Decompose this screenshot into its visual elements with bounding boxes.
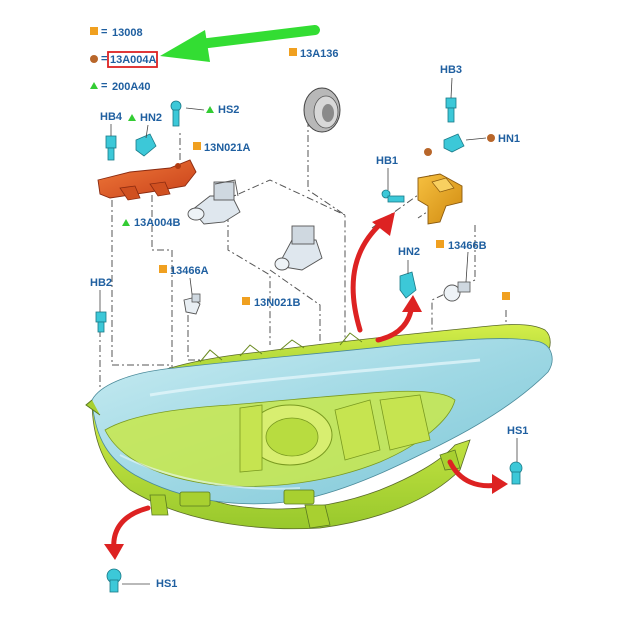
circle-marker: [487, 134, 495, 142]
legend-equals: =: [101, 53, 107, 65]
legend: = 13008 = 13A004A = 200A40: [90, 26, 158, 93]
label-hb2: HB2: [90, 277, 112, 289]
green-pointer-arrow: [160, 25, 320, 62]
legend-equals: =: [101, 80, 107, 92]
legend-square-code: 13008: [112, 27, 143, 39]
leader-lines: [99, 77, 518, 585]
fastener-hn2-top: [135, 133, 157, 157]
label-hs2: HS2: [218, 104, 239, 116]
fastener-hs2: [170, 100, 182, 127]
label-13a004b: 13A004B: [134, 217, 181, 229]
highlight-box: [107, 51, 158, 68]
square-marker: [502, 292, 510, 300]
label-hs1-right: HS1: [507, 425, 528, 437]
fastener-hs1-bottom: [106, 568, 122, 593]
bulb-13466b: [443, 281, 471, 302]
bulb-13466a: [183, 293, 201, 315]
legend-equals: =: [101, 26, 107, 38]
label-13466b: 13466B: [448, 240, 487, 252]
legend-circle-icon: [90, 55, 98, 63]
fastener-hb1: [381, 189, 405, 203]
cap-13a136: [303, 87, 341, 133]
fastener-hs1-right: [509, 461, 523, 485]
fastener-hn1: [443, 133, 465, 153]
label-hb4: HB4: [100, 111, 123, 123]
label-13n021a: 13N021A: [204, 142, 251, 154]
bracket-amber: [417, 173, 463, 225]
label-hn1: HN1: [498, 133, 520, 145]
fastener-hn2-mid: [399, 271, 417, 299]
label-hn2-mid: HN2: [398, 246, 420, 258]
label-hb3: HB3: [440, 64, 462, 76]
red-arrows: [104, 212, 508, 560]
legend-circle-code: 13A004A: [110, 54, 157, 66]
triangle-marker: [128, 114, 136, 121]
triangle-marker: [206, 106, 214, 113]
headlamp-housing: [85, 324, 553, 530]
square-marker: [289, 48, 297, 56]
square-marker: [159, 265, 167, 273]
fastener-hb3: [445, 97, 457, 123]
label-hb1: HB1: [376, 155, 398, 167]
bracket-13a004b: [97, 159, 197, 201]
label-13a136: 13A136: [300, 48, 339, 60]
fastener-hb4: [105, 135, 117, 161]
circle-marker: [424, 148, 432, 156]
legend-square-icon: [90, 27, 98, 35]
triangle-marker: [122, 219, 130, 226]
square-marker: [436, 240, 444, 248]
legend-triangle-code: 200A40: [112, 81, 151, 93]
label-13466a: 13466A: [170, 265, 209, 277]
label-hs1-bottom: HS1: [156, 578, 177, 590]
label-13n021b: 13N021B: [254, 297, 301, 309]
fastener-hb2: [95, 311, 107, 333]
bulb-13n021b: [274, 225, 323, 271]
label-hn2-top: HN2: [140, 112, 162, 124]
legend-triangle-icon: [90, 82, 98, 89]
square-marker: [242, 297, 250, 305]
callout-markers: [122, 48, 510, 305]
bulb-13n021a: [187, 179, 241, 225]
part-labels: HB4 HN2 HS2 13A136 HB3 HN1 HB1 13N021A 1…: [90, 48, 528, 590]
square-marker: [193, 142, 201, 150]
